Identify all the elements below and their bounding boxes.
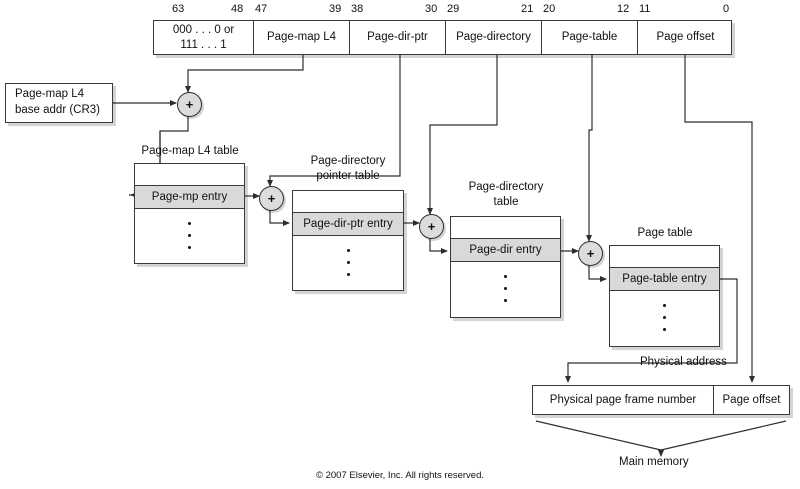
- page-map-l4-table: Page-mp entry: [134, 163, 245, 264]
- page-directory-table-dots: [451, 260, 560, 317]
- virtual-address-bar: 000 . . . 0 or 111 . . . 1 Page-map L4 P…: [153, 20, 732, 55]
- page-dir-ptr-table-caption: Page-directory pointer table: [310, 155, 386, 182]
- bit-label-11: 11: [639, 3, 651, 15]
- page-map-l4-table-caption: Page-map L4 table: [141, 145, 239, 157]
- page-table-header-row: [610, 246, 719, 268]
- bit-label-47: 47: [255, 3, 268, 15]
- physical-page-frame-number-field[interactable]: Physical page frame number: [549, 394, 697, 406]
- adder-l4: +: [177, 92, 202, 117]
- cr3-base-register-box[interactable]: Page-map L4 base addr (CR3): [5, 83, 113, 123]
- physical-address-divider: [713, 386, 714, 414]
- page-table-dots: [610, 289, 719, 346]
- bit-label-39: 39: [329, 3, 342, 15]
- cr3-base-register-label: Page-map L4 base addr (CR3): [15, 88, 101, 116]
- page-table: Page-table entry: [609, 245, 720, 347]
- page-dir-ptr-table: Page-dir-ptr entry: [292, 190, 404, 291]
- bit-label-29: 29: [447, 3, 460, 15]
- bit-label-63: 63: [172, 3, 185, 15]
- va-field-page-map-l4-label: Page-map L4: [266, 31, 337, 44]
- va-field-page-directory-label: Page-directory: [456, 31, 531, 44]
- page-map-l4-table-dots: [135, 207, 244, 263]
- bit-label-30: 30: [425, 3, 438, 15]
- page-dir-ptr-table-entry[interactable]: Page-dir-ptr entry: [293, 212, 403, 236]
- bit-label-38: 38: [351, 3, 364, 15]
- bit-label-21: 21: [521, 3, 534, 15]
- adder-dir-ptr: +: [259, 186, 284, 211]
- bit-label-0: 0: [723, 3, 730, 15]
- bit-label-12: 12: [617, 3, 630, 15]
- adder-directory: +: [419, 214, 444, 239]
- physical-address-page-offset-field[interactable]: Page offset: [722, 394, 781, 406]
- page-dir-ptr-table-header-row: [293, 191, 403, 213]
- va-field-page-map-l4[interactable]: Page-map L4: [254, 21, 350, 54]
- va-field-page-offset-label: Page offset: [656, 31, 715, 44]
- adder-page-table: +: [578, 241, 603, 266]
- va-field-page-dir-ptr[interactable]: Page-dir-ptr: [350, 21, 446, 54]
- page-map-l4-table-header-row: [135, 164, 244, 186]
- bit-label-48: 48: [231, 3, 244, 15]
- main-memory-label: Main memory: [619, 456, 689, 468]
- va-field-page-offset[interactable]: Page offset: [638, 21, 733, 54]
- page-table-caption: Page table: [637, 227, 693, 239]
- va-field-page-table-label: Page-table: [561, 31, 618, 44]
- va-field-page-table[interactable]: Page-table: [542, 21, 638, 54]
- page-directory-table-caption: Page-directory table: [468, 181, 544, 208]
- page-map-l4-table-entry[interactable]: Page-mp entry: [135, 185, 244, 209]
- page-directory-table-entry[interactable]: Page-dir entry: [451, 238, 560, 262]
- physical-address-box: Physical page frame number Page offset: [532, 385, 790, 415]
- bit-label-20: 20: [543, 3, 556, 15]
- page-directory-table: Page-dir entry: [450, 216, 561, 318]
- page-directory-table-header-row: [451, 217, 560, 239]
- copyright-notice: © 2007 Elsevier, Inc. All rights reserve…: [315, 470, 485, 481]
- physical-address-label: Physical address: [640, 356, 727, 368]
- va-field-sign-extend[interactable]: 000 . . . 0 or 111 . . . 1: [154, 21, 254, 54]
- page-table-entry[interactable]: Page-table entry: [610, 267, 719, 291]
- va-field-page-dir-ptr-label: Page-dir-ptr: [367, 31, 428, 44]
- va-field-page-directory[interactable]: Page-directory: [446, 21, 542, 54]
- page-dir-ptr-table-dots: [293, 234, 403, 290]
- va-field-sign-extend-label: 000 . . . 0 or 111 . . . 1: [172, 23, 235, 51]
